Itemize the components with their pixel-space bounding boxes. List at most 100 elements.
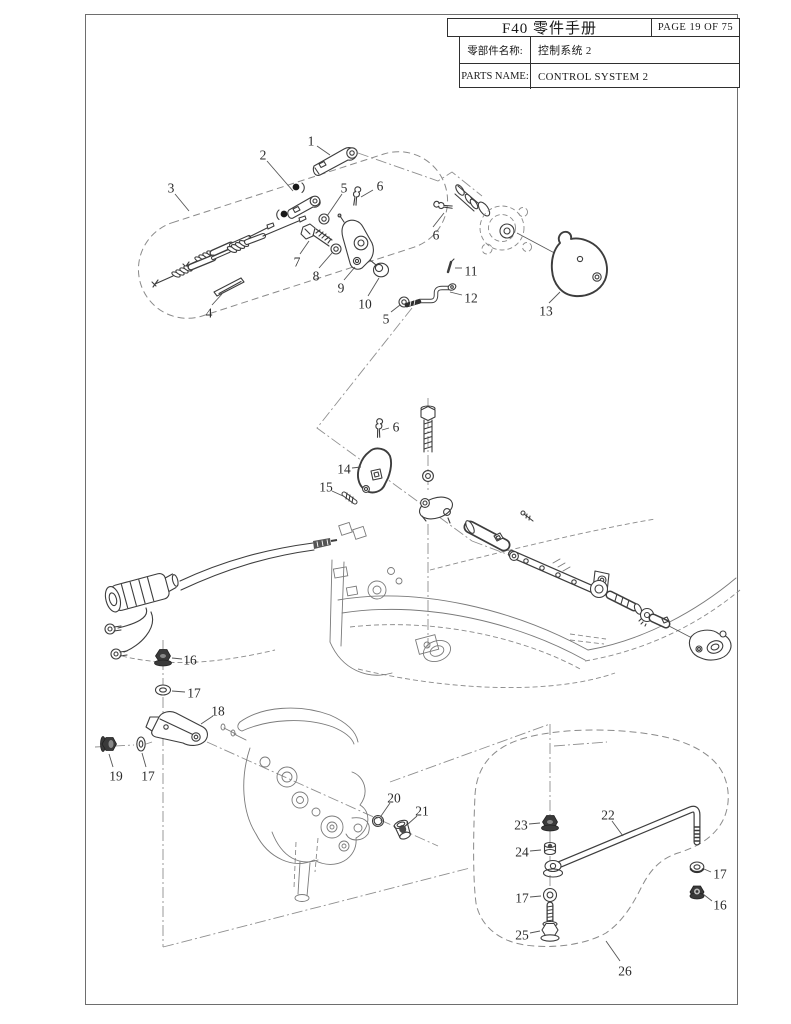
part-label-2: 2 — [260, 148, 267, 163]
locknut-23 — [541, 815, 559, 832]
part-label-12: 12 — [464, 291, 478, 306]
ring-terminal — [110, 648, 128, 660]
cam-group — [341, 417, 392, 505]
throttle-body-ghost — [432, 184, 532, 255]
callout-leader-18 — [200, 715, 214, 725]
throttle-cable — [151, 215, 307, 288]
inset-group — [473, 729, 729, 947]
part-label-18: 18 — [211, 704, 225, 719]
cable-boundary-outline — [137, 151, 449, 319]
wire-crimp — [313, 538, 331, 549]
title-block: F40 零件手册 PAGE 19 OF 75 — [447, 18, 740, 37]
parts-name-label-en: PARTS NAME: — [460, 64, 531, 89]
callout-leader-12 — [449, 291, 463, 296]
bracket-9 — [337, 213, 374, 270]
part-label-15: 15 — [319, 480, 333, 495]
callout-leader-10 — [367, 277, 380, 297]
callout-leader-16 — [702, 893, 713, 902]
knob-10 — [369, 259, 390, 278]
callout-leader-5 — [326, 193, 343, 217]
shift-shaft — [605, 590, 693, 639]
locknut-16b — [689, 885, 705, 900]
table-row: PARTS NAME: CONTROL SYSTEM 2 — [460, 63, 739, 89]
washer-17c — [542, 887, 558, 903]
locknut-19 — [100, 736, 117, 752]
page-border — [85, 14, 738, 1005]
callout-leader-13 — [548, 291, 561, 304]
part-label-20: 20 — [387, 791, 401, 806]
mount-group — [100, 649, 208, 752]
manual-title: F40 零件手册 — [501, 21, 598, 37]
callout-leader-3 — [174, 193, 190, 212]
ring-terminal — [104, 623, 122, 635]
part-label-21: 21 — [415, 804, 429, 819]
lever-bracket-18 — [145, 711, 208, 746]
part-label-24: 24 — [515, 845, 529, 860]
construction-lines — [94, 152, 608, 948]
callout-leader-21 — [407, 815, 418, 825]
part-label-7: 7 — [294, 255, 301, 270]
part-label-5: 5 — [341, 181, 348, 196]
throttle-cables-group — [137, 151, 449, 319]
callout-leader-15 — [331, 490, 344, 497]
part-label-9: 9 — [338, 281, 345, 296]
cam-bolt — [420, 405, 436, 482]
part-label-10: 10 — [358, 297, 372, 312]
part-label-4: 4 — [206, 306, 213, 321]
part-label-22: 22 — [601, 808, 615, 823]
washer-17d — [689, 861, 705, 874]
part-label-3: 3 — [168, 181, 175, 196]
wire-harness — [104, 538, 338, 663]
bolt-washer — [422, 470, 434, 482]
callout-leader-17 — [141, 752, 147, 768]
part-label-13: 13 — [539, 304, 553, 319]
part-label-17: 17 — [141, 769, 155, 784]
rod-group — [398, 258, 457, 308]
parts-name-table: 零部件名称: 控制系统 2 PARTS NAME: CONTROL SYSTEM… — [459, 36, 740, 89]
steering-mount — [418, 496, 454, 524]
callout-leader-19 — [108, 753, 114, 768]
cotter-clip-6a — [350, 185, 362, 207]
page-indicator: PAGE 19 OF 75 — [651, 19, 739, 36]
washer-8 — [330, 243, 342, 255]
inset-boundary-26 — [473, 729, 729, 947]
top-linkage-group — [276, 147, 390, 278]
callout-leader-20 — [380, 802, 391, 817]
part-label-25: 25 — [515, 928, 529, 943]
ball-stud — [276, 209, 288, 221]
callout-leader-23 — [528, 822, 541, 825]
parts-name-value-zh: 控制系统 2 — [538, 45, 592, 57]
washer-17a — [154, 684, 172, 696]
bent-rod-22 — [542, 805, 701, 878]
callout-leader-17 — [171, 690, 186, 693]
throttle-pulley-outline — [479, 205, 525, 251]
callout-leader-8 — [318, 252, 333, 269]
bolt-7 — [300, 223, 333, 247]
parts-name-value-en: CONTROL SYSTEM 2 — [538, 70, 649, 83]
throttle-cam-14 — [357, 447, 392, 494]
ball-stud — [292, 182, 305, 194]
harness-connector — [104, 572, 179, 613]
callout-leader-16 — [171, 657, 183, 660]
callout-leader-9 — [343, 266, 356, 281]
locknut-16a — [154, 649, 172, 667]
callout-leader-25 — [529, 930, 541, 934]
callout-leader-24 — [529, 849, 542, 852]
part-label-17: 17 — [713, 867, 727, 882]
part-label-17: 17 — [187, 686, 201, 701]
shift-arm — [508, 550, 596, 593]
pin-11 — [446, 258, 455, 274]
link-arm-1 — [312, 147, 358, 176]
shaft-clevis — [463, 510, 534, 552]
cable-clamp-plate — [213, 277, 245, 297]
lower-engine-ghost — [220, 707, 370, 902]
callout-leader-6 — [381, 427, 390, 431]
table-row: 零部件名称: 控制系统 2 — [460, 37, 739, 63]
cable-joint-2 — [287, 195, 321, 219]
part-label-8: 8 — [313, 269, 320, 284]
part-label-11: 11 — [465, 264, 478, 279]
washer-5a — [318, 213, 330, 225]
bushing-24 — [543, 841, 557, 856]
